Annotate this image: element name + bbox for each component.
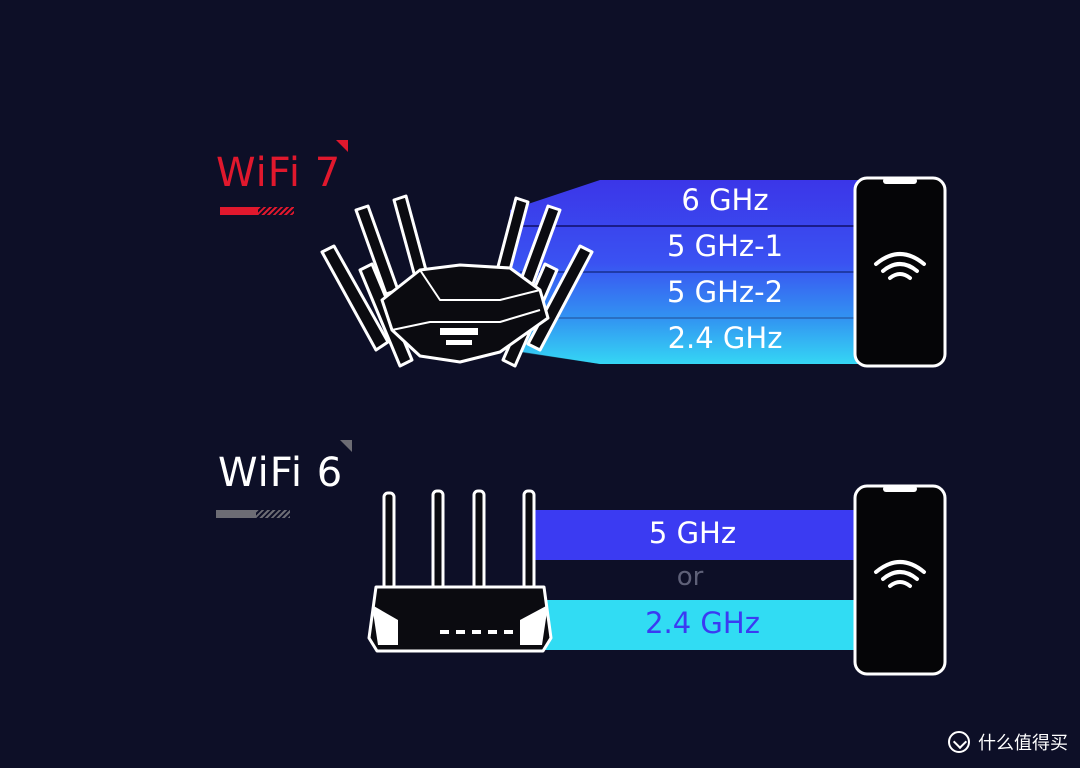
wifi6-band-2-4ghz: 2.4 GHz: [645, 606, 760, 640]
wifi7-band-block: [470, 180, 860, 364]
wifi6-or-label: or: [676, 562, 704, 592]
router-8-antenna-icon: [320, 194, 594, 368]
watermark-logo-icon: [948, 731, 970, 753]
wifi6-corner-mark: [340, 440, 352, 452]
router-4-antenna-icon: [367, 489, 553, 653]
wifi7-band-2-4ghz: 2.4 GHz: [667, 321, 783, 355]
wifi7-band-6ghz: 6 GHz: [681, 183, 769, 217]
wifi6-title: WiFi 6: [218, 450, 344, 496]
wifi6-band-5ghz: 5 GHz: [648, 516, 737, 550]
wifi7-title: WiFi 7: [216, 150, 342, 196]
wifi7-band-5ghz-2: 5 GHz-2: [666, 275, 784, 309]
watermark-text: 什么值得买: [978, 733, 1068, 754]
wifi7-band-5ghz-1: 5 GHz-1: [666, 229, 784, 263]
wifi6-band-5ghz-bar: [530, 510, 860, 560]
wifi-signal-icon: [874, 560, 926, 588]
wifi6-band-24ghz-bar: [545, 600, 860, 650]
watermark: 什么值得买: [948, 729, 1068, 755]
wifi7-corner-mark: [336, 140, 348, 152]
wifi-signal-icon: [874, 252, 926, 280]
